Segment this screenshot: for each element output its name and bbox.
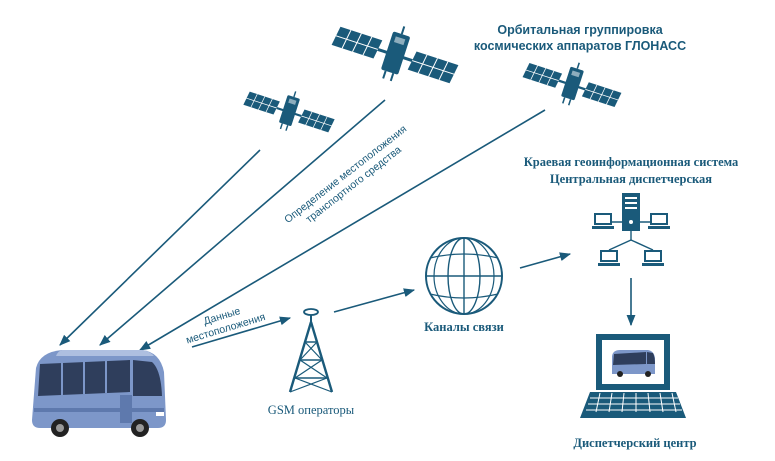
dispatch-label: Диспетчерский центр <box>573 436 696 450</box>
signal-line <box>139 109 546 351</box>
satellite-icon <box>238 76 341 145</box>
signal-line <box>99 99 386 346</box>
gsm-label: GSM операторы <box>268 403 355 417</box>
server-network-icon <box>592 193 670 266</box>
satellite-icon <box>325 5 467 101</box>
flow-arrow <box>191 316 292 348</box>
gsm-tower-icon <box>288 308 334 393</box>
flow-arrow <box>519 252 572 269</box>
satellite-icon <box>517 46 628 121</box>
globe-icon <box>425 237 503 315</box>
laptop-icon <box>580 334 686 418</box>
regional-system-line2: Центральная диспетчерская <box>550 172 712 186</box>
channels-label: Каналы связи <box>424 320 504 334</box>
regional-system-line1: Краевая геоинформационная система <box>524 155 739 169</box>
bus-icon <box>32 350 166 437</box>
constellation-title-line1: Орбитальная группировка <box>497 23 663 37</box>
signal-line <box>59 149 261 346</box>
flow-arrow <box>333 288 416 313</box>
constellation-title-line2: космических аппаратов ГЛОНАСС <box>474 39 686 53</box>
positioning-label-line1: Определение местоположения <box>282 123 409 226</box>
